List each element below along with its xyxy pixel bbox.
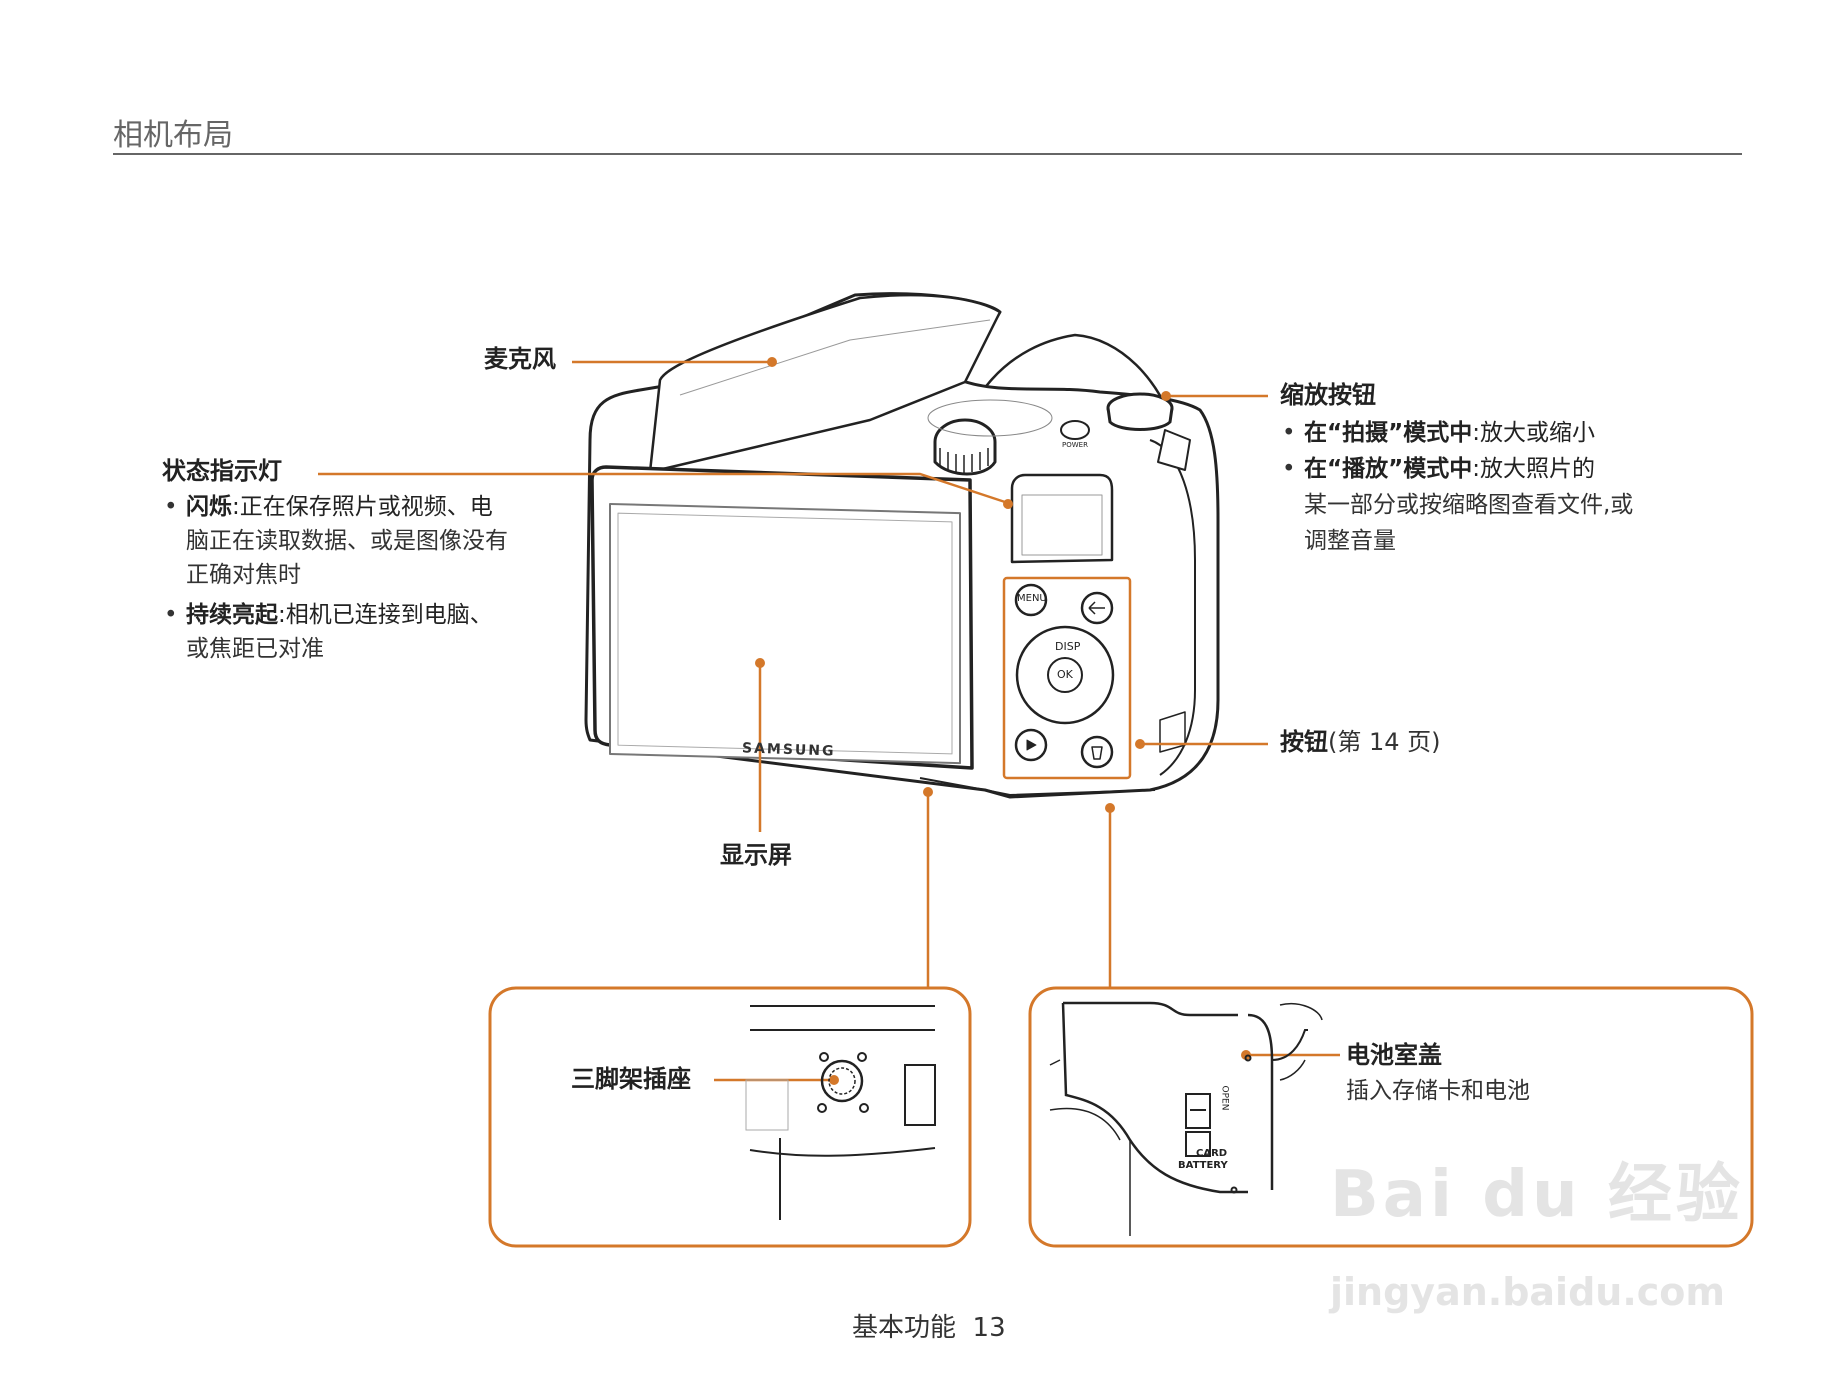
status-lamp-item-blink-cont-2: 正确对焦时 [186,562,301,588]
zoom-item-playback-cont-2: 调整音量 [1304,528,1396,554]
power-button-label: POWER [1062,441,1088,449]
watermark-url: jingyan.baidu.com [1330,1270,1725,1314]
leader-dots [755,357,1251,1085]
disp-button-label: DISP [1055,640,1081,653]
status-lamp-item-blink-cont-1: 脑正在读取数据、或是图像没有 [186,528,508,554]
leader-lines [318,360,1340,1082]
status-lamp-title: 状态指示灯 [162,457,282,485]
cover-card-label: CARD [1196,1148,1228,1159]
status-lamp-item-steady-term: 持续亮起 [186,602,278,628]
footer-section: 基本功能 [852,1313,957,1343]
zoom-item-playback: 在“播放”模式中:放大照片的 [1282,454,1595,484]
battery-cover-desc: 插入存储卡和电池 [1346,1078,1530,1104]
page-number: 13 [972,1313,1006,1343]
status-lamp-item-steady-text: :相机已连接到电脑、 [278,602,493,628]
menu-button-label: MENU [1017,593,1047,604]
zoom-item-shooting: 在“拍摄”模式中:放大或缩小 [1282,418,1595,448]
cover-battery-label: BATTERY [1178,1160,1228,1171]
display-label: 显示屏 [720,841,792,869]
status-lamp-item-steady-cont-1: 或焦距已对准 [186,636,324,662]
battery-cover-title: 电池室盖 [1346,1041,1442,1069]
status-lamp-item-steady: 持续亮起:相机已连接到电脑、 [164,600,493,630]
ok-button-label: OK [1057,668,1073,681]
status-lamp-item-blink-text: :正在保存照片或视频、电 [232,494,493,520]
zoom-item-playback-cont-1: 某一部分或按缩略图查看文件,或 [1304,492,1634,518]
buttons-callout: 按钮(第 14 页) [1280,727,1441,757]
section-title: 相机布局 [113,118,233,153]
buttons-label: 按钮 [1280,728,1328,756]
microphone-label: 麦克风 [484,345,556,373]
status-lamp-item-blink: 闪烁:正在保存照片或视频、电 [164,492,493,522]
zoom-item-playback-term: 在“播放”模式中 [1304,456,1473,482]
zoom-item-shooting-text: :放大或缩小 [1472,420,1595,446]
camera-brand-logo: SAMSUNG [741,740,836,760]
buttons-highlight [1002,576,1132,780]
zoom-item-shooting-term: 在“拍摄”模式中 [1304,420,1473,446]
battery-detail-box [1028,986,1754,1248]
tripod-detail-box [488,986,972,1248]
zoom-item-playback-text: :放大照片的 [1472,456,1595,482]
zoom-button-title: 缩放按钮 [1280,381,1376,409]
camera-illustration [584,292,1220,799]
footer: 基本功能 13 [852,1312,1006,1344]
battery-cover-illustration [1049,1001,1323,1236]
status-lamp-item-blink-term: 闪烁 [186,494,232,520]
tripod-illustration [745,1005,936,1220]
tripod-label: 三脚架插座 [571,1065,691,1093]
watermark-logo: Bai du 经验 [1330,1158,1744,1232]
cover-open-label: OPEN [1219,1085,1230,1111]
buttons-page-ref: (第 14 页) [1328,728,1441,756]
